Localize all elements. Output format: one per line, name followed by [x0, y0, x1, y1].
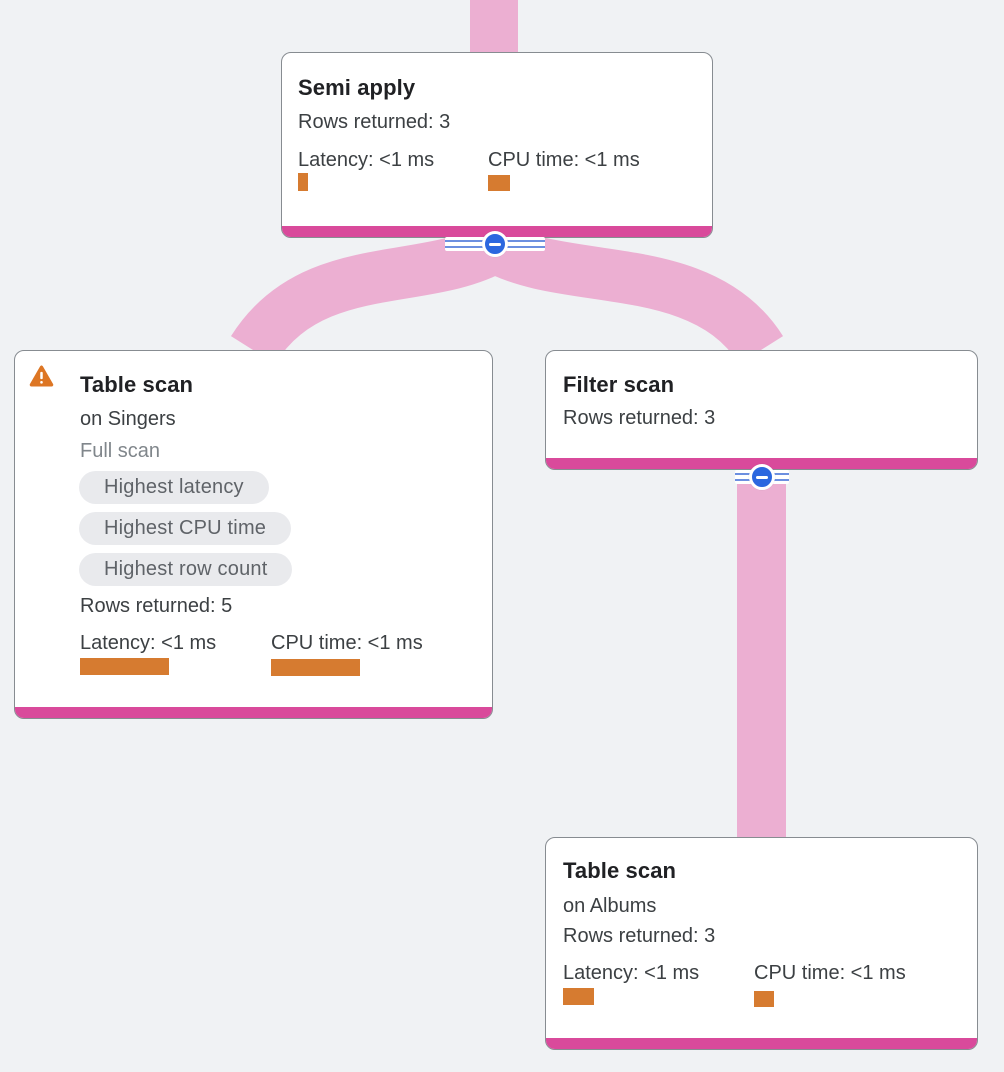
- rows-returned: Rows returned: 3: [563, 407, 716, 429]
- latency-bar: [298, 173, 308, 191]
- cpu-time-label: CPU time: <1 ms: [271, 632, 423, 654]
- scan-type: Full scan: [80, 440, 161, 462]
- node-title: Table scan: [563, 858, 677, 883]
- node-accent-bar: [15, 707, 492, 718]
- latency-bar: [80, 658, 169, 675]
- minus-icon: [756, 475, 768, 479]
- warning-icon: [29, 365, 54, 387]
- collapse-button-filter-scan[interactable]: [749, 464, 775, 490]
- latency-label: Latency: <1 ms: [563, 962, 700, 984]
- node-title: Table scan: [80, 372, 194, 397]
- badge-highest-cpu-time: Highest CPU time: [79, 512, 292, 545]
- latency-label: Latency: <1 ms: [80, 632, 217, 654]
- scan-target: on Singers: [80, 408, 176, 430]
- latency-bar: [563, 988, 594, 1005]
- minus-icon: [489, 242, 501, 246]
- edge-semi-apply-to-filter-scan: [479, 222, 784, 365]
- edge-root-to-semi-apply: [470, 0, 518, 60]
- cpu-time-bar: [488, 175, 510, 191]
- badge-highest-latency: Highest latency: [79, 471, 269, 504]
- edge-semi-apply-to-table-scan-singers: [230, 222, 511, 365]
- badge-list: Highest latency Highest CPU time Highest…: [79, 471, 293, 586]
- node-accent-bar: [546, 1038, 977, 1049]
- edge-filter-scan-to-table-scan-albums: [737, 465, 786, 840]
- scan-target: on Albums: [563, 895, 657, 917]
- node-semi-apply[interactable]: Semi apply Rows returned: 3 Latency: <1 …: [281, 52, 713, 238]
- node-accent-bar: [546, 458, 977, 469]
- node-title: Filter scan: [563, 372, 675, 397]
- node-filter-scan[interactable]: Filter scan Rows returned: 3: [545, 350, 978, 470]
- badge-highest-row-count: Highest row count: [79, 553, 293, 586]
- node-table-scan-albums[interactable]: Table scan on Albums Rows returned: 3 La…: [545, 837, 978, 1050]
- rows-returned: Rows returned: 5: [80, 595, 233, 617]
- rows-returned: Rows returned: 3: [298, 111, 451, 133]
- rows-returned: Rows returned: 3: [563, 925, 716, 947]
- cpu-time-bar: [271, 659, 360, 676]
- node-title: Semi apply: [298, 75, 416, 100]
- cpu-time-label: CPU time: <1 ms: [488, 149, 640, 171]
- cpu-time-bar: [754, 991, 774, 1007]
- cpu-time-label: CPU time: <1 ms: [754, 962, 906, 984]
- node-table-scan-singers[interactable]: Table scan on Singers Full scan Highest …: [14, 350, 493, 719]
- latency-label: Latency: <1 ms: [298, 149, 435, 171]
- collapse-button-semi-apply[interactable]: [482, 231, 508, 257]
